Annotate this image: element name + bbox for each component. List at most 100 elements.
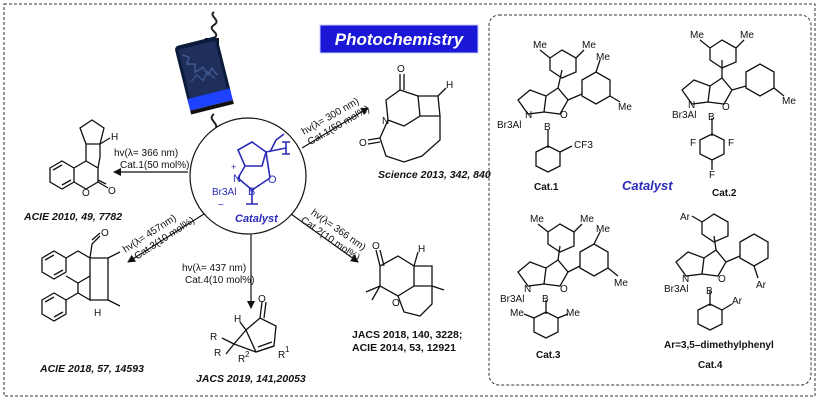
cat4-o: O <box>718 274 726 285</box>
cat2-structure: N O B Br3Al F F F Me Me Me <box>672 30 796 181</box>
cat3-me-5: Me <box>510 308 524 319</box>
r3-h: H <box>234 314 241 325</box>
center-al-atom: Br3Al <box>212 187 236 198</box>
cat1-structure: N O B Br3Al CF3 Me Me Me Me <box>497 40 632 173</box>
cat4-al: Br3Al <box>664 284 688 295</box>
center-minus: − <box>218 200 224 211</box>
cat2-b: B <box>708 112 715 123</box>
lamp-icon <box>175 11 234 143</box>
cat3-label: Cat.3 <box>536 350 561 361</box>
cat4-note: Ar=3,5–dimethylphenyl <box>664 340 774 351</box>
r4-o-carbonyl: O <box>372 241 380 252</box>
cat1-label: Cat.1 <box>534 182 559 193</box>
cat2-f-bottom: F <box>709 170 715 181</box>
r4-o-ether: O <box>392 298 400 309</box>
arrow-r4 <box>290 213 359 263</box>
cat2-f-right: F <box>728 138 734 149</box>
conditions-r3: hv(λ= 437 nm) Cat.4(10 mol%) <box>182 263 254 286</box>
cat1-me-4: Me <box>618 102 632 113</box>
cat1-me-3: Me <box>596 52 610 63</box>
cat4-b: B <box>706 286 713 297</box>
r3-r1: R <box>278 350 285 361</box>
r1-o-carbonyl: O <box>108 186 116 197</box>
ref-r1: ACIE 2010, 49, 7782 <box>23 211 122 223</box>
cat3-al: Br3Al <box>500 294 524 305</box>
cat2-f-left: F <box>690 138 696 149</box>
r3-r1-sup: 1 <box>285 345 290 354</box>
cat3-me-2: Me <box>580 214 594 225</box>
cat3-structure: N O B Br3Al Me Me Me Me Me Me <box>500 214 628 339</box>
center-plus: + <box>231 162 236 172</box>
conditions-r2: hv(λ= 457nm) Cat.3(10 mol%) <box>121 213 197 262</box>
r1-cond1: hv(λ= 366 nm) <box>114 148 178 159</box>
banner-title: Photochemistry <box>335 30 465 49</box>
product-r2: O H <box>41 228 121 322</box>
r1-o-ring: O <box>82 188 90 199</box>
cat3-me-4: Me <box>614 278 628 289</box>
conditions-r4: hv(λ= 366 nm) Cat.2(10 mol%) <box>298 207 367 263</box>
cat4-n: N <box>682 274 689 285</box>
r1-cond2: Cat.1(50 mol%) <box>120 160 189 171</box>
outer-border <box>3 3 816 397</box>
cat1-me-2: Me <box>582 40 596 51</box>
cat4-label: Cat.4 <box>698 360 723 371</box>
cat4-ar-2: Ar <box>756 280 767 291</box>
cat3-me-6: Me <box>566 308 580 319</box>
ref-r2: ACIE 2018, 57, 14593 <box>39 363 144 375</box>
cat3-me-3: Me <box>596 224 610 235</box>
cat4-structure: N O B Br3Al Ar Ar Ar <box>664 212 769 331</box>
catalyst-panel-border <box>488 14 812 386</box>
cat2-al: Br3Al <box>672 110 696 121</box>
conditions-r1: hv(λ= 366 nm) Cat.1(50 mol%) <box>114 148 189 171</box>
cat3-o: O <box>560 284 568 295</box>
cat2-me-3: Me <box>782 96 796 107</box>
cat1-o: O <box>560 110 568 121</box>
r3-o: O <box>258 294 266 305</box>
cat1-n: N <box>525 110 532 121</box>
r5-o-top: O <box>397 64 405 75</box>
cat1-b: B <box>544 122 551 133</box>
cat1-al: Br3Al <box>497 120 521 131</box>
cat3-b: B <box>542 294 549 305</box>
center-n-atom: N <box>233 173 241 185</box>
r3-r-top: R <box>210 332 217 343</box>
ref-r4-line2: ACIE 2014, 53, 12921 <box>352 342 456 354</box>
cat2-me-1: Me <box>690 30 704 41</box>
photochemistry-banner: Photochemistry <box>319 24 479 54</box>
arrow-r2 <box>127 213 205 263</box>
r3-r-bottom: R <box>214 348 221 359</box>
cat1-cf3: CF3 <box>574 140 593 151</box>
r3-cond1: hv(λ= 437 nm) <box>182 263 246 274</box>
center-b-atom: B <box>248 186 255 198</box>
cat1-me-1: Me <box>533 40 547 51</box>
ref-r4-line1: JACS 2018, 140, 3228; <box>352 329 462 341</box>
center-label: Catalyst <box>235 213 279 225</box>
r5-h: H <box>446 80 453 91</box>
cat2-o: O <box>722 102 730 113</box>
r1-h: H <box>111 132 118 143</box>
catalyst-panel-title: Catalyst <box>622 178 673 193</box>
ref-r5: Science 2013, 342, 840 <box>378 169 491 181</box>
cat4-ar-3: Ar <box>732 296 743 307</box>
r2-o: O <box>101 228 109 239</box>
ref-r3: JACS 2019, 141,20053 <box>196 373 306 385</box>
r3-cond2: Cat.4(10 mol%) <box>185 275 254 286</box>
r3-r2-sup: 2 <box>245 350 250 359</box>
center-catalyst: N + B O Br3Al − Catalyst <box>189 117 307 235</box>
r2-h: H <box>94 308 101 319</box>
cat2-n: N <box>688 100 695 111</box>
r5-o-lactam: O <box>359 138 367 149</box>
cat3-me-1: Me <box>530 214 544 225</box>
cat4-ar-1: Ar <box>680 212 691 223</box>
center-o-atom: O <box>268 174 277 186</box>
cat2-me-2: Me <box>740 30 754 41</box>
product-r5: O N O H <box>359 64 453 163</box>
cat3-n: N <box>524 284 531 295</box>
product-r1: O O H <box>49 119 118 199</box>
r4-h: H <box>418 244 425 255</box>
cat2-label: Cat.2 <box>712 188 737 199</box>
product-r4: O O H <box>365 241 445 317</box>
product-r3: O H R R R 2 R 1 <box>210 294 290 365</box>
arrow-r5 <box>301 107 369 149</box>
